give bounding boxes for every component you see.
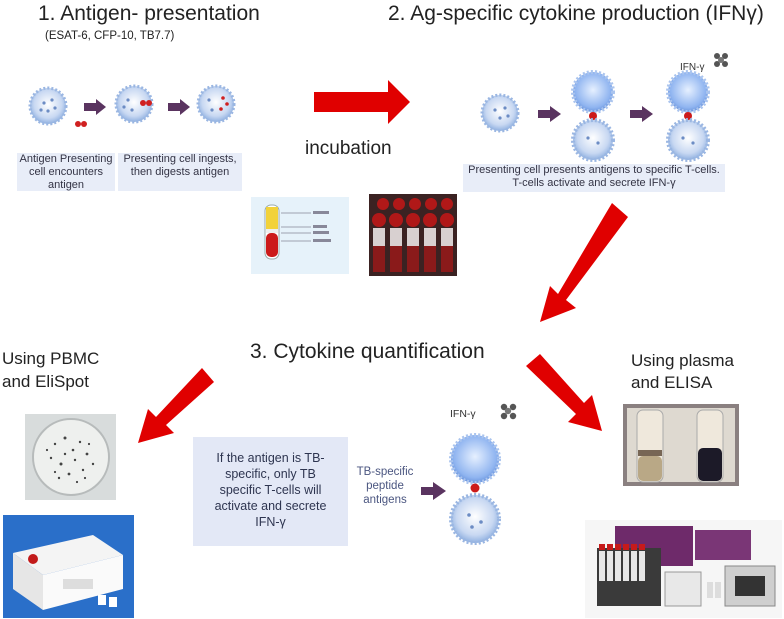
t-cell-pair-2 [666, 70, 710, 162]
t-cell-pair-3 [449, 433, 501, 545]
incubation-label: incubation [305, 138, 392, 159]
ifn-gamma-label: IFN-γ [680, 62, 705, 73]
ifn-gamma-molecule-icon [714, 53, 728, 67]
purple-arrow-1 [84, 99, 106, 115]
purple-arrow-4 [630, 106, 653, 122]
t-cell-pair-1 [571, 70, 615, 162]
digesting-cell [196, 84, 236, 124]
step1-title: 1. Antigen- presentation [38, 2, 260, 25]
pbmc-label-line2: and EliSpot [2, 372, 89, 391]
pbmc-label-line1: Using PBMC [2, 349, 100, 368]
t-spot-kit-photo [3, 515, 134, 618]
presenting-cell-step2 [480, 93, 520, 133]
tb-specific-explanation-text: If the antigen is TB-specific, only TB s… [214, 451, 327, 529]
antigen-presenting-cell [28, 86, 68, 126]
blood-tube-diagram [251, 197, 349, 274]
ifn-gamma-molecule-icon-2 [500, 403, 517, 420]
elisa-tubes-photo [623, 404, 739, 486]
step1-subtitle: (ESAT-6, CFP-10, TB7.7) [45, 30, 175, 42]
ifn-gamma-label-2: IFN-γ [450, 408, 476, 420]
red-arrow-to-elisa [526, 354, 602, 431]
step2-title: 2. Ag-specific cytokine production (IFNγ… [388, 2, 764, 25]
caption-ingest-digest: Presenting cell ingests, then digests an… [118, 153, 242, 191]
purple-arrow-5 [421, 482, 446, 500]
caption-t-cell-activation: Presenting cell presents antigens to spe… [463, 164, 725, 192]
purple-arrow-2 [168, 99, 190, 115]
step3-title: 3. Cytokine quantification [250, 340, 485, 363]
elispot-plate-photo [25, 414, 116, 500]
tb-specific-explanation-box: If the antigen is TB-specific, only TB s… [193, 437, 348, 546]
red-arrow-incubation [314, 80, 410, 124]
plasma-label-line2: and ELISA [631, 373, 713, 392]
red-arrow-to-elispot [138, 368, 214, 443]
plasma-label-line1: Using plasma [631, 351, 734, 370]
peptide-antigens-label: TB-specific peptide antigens [356, 466, 414, 506]
blood-tubes-photo [369, 194, 457, 276]
red-arrow-to-quantification [540, 203, 628, 322]
purple-arrow-3 [538, 106, 561, 122]
ingesting-cell [114, 84, 154, 124]
elisa-kit-photo [585, 520, 782, 618]
antigen-particle [75, 121, 87, 127]
caption-antigen-encounter: Antigen Presenting cell encounters antig… [17, 153, 115, 191]
